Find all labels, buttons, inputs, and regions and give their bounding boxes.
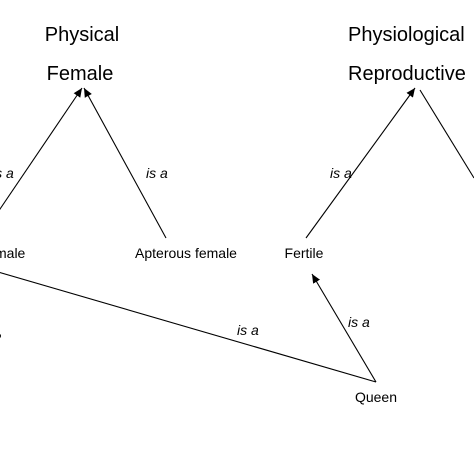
left-parent-node: Female: [47, 63, 114, 85]
left-child-node-2: Apterous female: [135, 245, 237, 261]
relation-label-queen-left: is a: [237, 322, 259, 338]
right-parent-node: Reproductive: [348, 63, 466, 85]
edge-queen-to-left-child: [0, 272, 377, 383]
left-category-title: Physical: [45, 24, 119, 46]
relation-label-queen-fertile: is a: [348, 314, 370, 330]
queen-node: Queen: [355, 389, 397, 405]
left-edge-mark: ': [0, 331, 2, 347]
edge-queen-to-fertile: [311, 273, 377, 383]
edge-fertile-to-reproductive: [305, 87, 416, 239]
left-child-node-1: male: [0, 245, 26, 261]
relation-label-left-2: is a: [146, 165, 168, 181]
relation-label-left-1: is a: [0, 165, 14, 181]
right-child-node-fertile: Fertile: [285, 245, 324, 261]
right-category-title: Physiological: [348, 24, 465, 46]
edge-left-child-to-female: [0, 87, 83, 211]
relation-label-right-1: is a: [330, 165, 352, 181]
edge-apterous-to-female: [83, 87, 167, 239]
edge-right-child-to-reproductive: [419, 89, 474, 179]
